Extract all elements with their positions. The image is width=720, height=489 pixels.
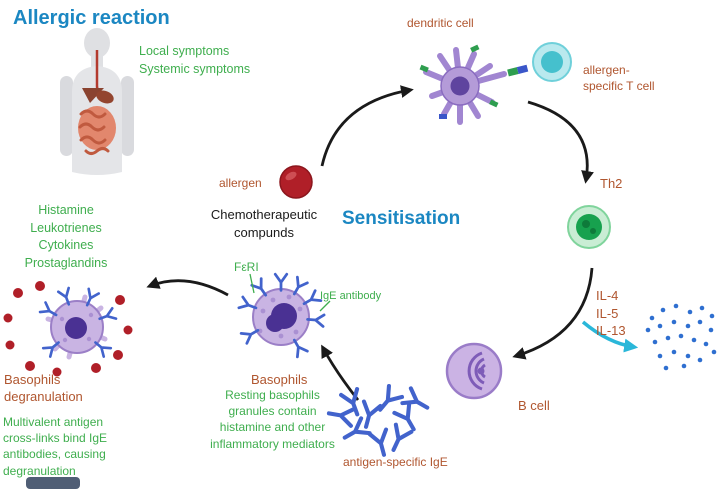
chemotherapeutic-label: Chemotherapeutic compunds xyxy=(210,207,318,240)
watermark-logo xyxy=(26,477,80,489)
arrow-allergen-to-dendritic xyxy=(320,85,414,167)
b-cell-label: B cell xyxy=(518,398,550,413)
title-allergic-reaction: Allergic reaction xyxy=(13,7,170,29)
t-cell-icon xyxy=(532,42,572,82)
basophil-icon xyxy=(237,272,326,359)
antigen-specific-ige-label: antigen-specific IgE xyxy=(343,455,448,469)
title-sensitisation: Sensitisation xyxy=(342,208,461,229)
released-granules-icon xyxy=(3,281,133,377)
degranulating-basophil-icon xyxy=(38,286,118,360)
fceri-label: FεRI xyxy=(234,260,259,274)
mediators-label: Histamine Leukotrienes Cytokines Prostag… xyxy=(24,203,108,270)
cycle-arrows xyxy=(146,85,594,401)
t-cell-label: allergen- specific T cell xyxy=(583,63,655,93)
interleukins-label: IL-4 IL-5 IL-13 xyxy=(596,288,626,339)
mhc-tcr-connector-icon xyxy=(507,64,529,77)
b-cell-icon xyxy=(445,342,503,400)
multivalent-antigen-label: Multivalent antigen cross-links bind IgE… xyxy=(3,415,108,478)
fceri-pointer-line xyxy=(249,273,255,294)
th2-label: Th2 xyxy=(600,176,623,191)
arrow-dendritic-to-th2 xyxy=(527,100,594,184)
human-body-icon xyxy=(60,28,134,175)
resting-basophils-label: Resting basophils granules contain hista… xyxy=(210,388,335,451)
dendritic-cell-icon xyxy=(419,44,529,125)
symptoms-label: Local symptoms Systemic symptoms xyxy=(139,44,251,77)
arrow-th2-to-bcell xyxy=(512,267,594,360)
ige-antibody-pointer-line xyxy=(319,300,331,312)
basophils-degranulation-label: Basophils degranulation xyxy=(4,372,83,404)
basophils-label: Basophils xyxy=(251,372,308,387)
scattered-mediator-dots xyxy=(645,303,717,371)
allergen-icon xyxy=(279,165,313,199)
arrow-basophil-to-degranulation xyxy=(146,276,229,297)
allergen-label: allergen xyxy=(219,176,262,190)
dendritic-cell-label: dendritic cell xyxy=(407,16,474,30)
arrow-il-to-dots xyxy=(581,320,639,353)
ige-antibody-label: IgE antibody xyxy=(320,290,382,302)
th2-cell-icon xyxy=(567,205,611,249)
